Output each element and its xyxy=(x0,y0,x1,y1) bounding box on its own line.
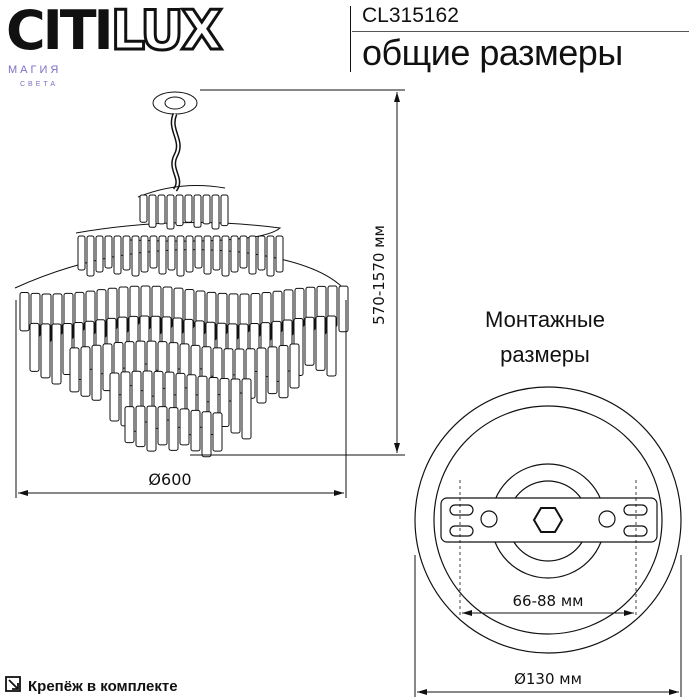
crystal-pendant xyxy=(139,194,148,223)
ceiling-canopy xyxy=(152,91,198,115)
hole xyxy=(480,510,498,528)
mounting-plate-drawing xyxy=(414,386,682,654)
crystal-pendant xyxy=(124,406,135,444)
crystal-pendant xyxy=(212,412,223,452)
crystal-pendant xyxy=(140,235,149,273)
crystal-pendant xyxy=(131,235,140,277)
crystal-pendant xyxy=(149,235,158,269)
slot xyxy=(623,525,648,537)
crystal-pendant xyxy=(239,235,248,269)
crystal-pendant xyxy=(278,344,289,399)
crystal-pendant xyxy=(221,235,230,277)
crystal-pendant xyxy=(338,285,349,333)
ceiling-canopy-inner xyxy=(164,96,186,110)
crystal-pendant xyxy=(326,315,337,377)
crystal-pendant xyxy=(220,194,229,227)
slot xyxy=(623,504,648,516)
crystal-pendant xyxy=(275,235,284,273)
crystal-pendant xyxy=(113,235,122,275)
crystal-pendant xyxy=(256,347,267,404)
crystal-pendant xyxy=(203,235,212,275)
crystal-pendant xyxy=(304,316,315,366)
crystal-pendant xyxy=(122,235,131,271)
crystal-pendant xyxy=(158,235,167,275)
brand-logo-part-2: LUX xyxy=(109,0,224,62)
hole xyxy=(598,510,616,528)
chain-inner xyxy=(172,113,180,191)
crystal-pendant xyxy=(266,235,275,277)
base-diameter-label: Ø130 мм xyxy=(514,670,582,688)
crystal-pendant xyxy=(289,343,300,389)
hex-nut xyxy=(532,507,564,533)
crystal-pendant xyxy=(104,235,113,269)
crystal-pendant xyxy=(167,235,176,271)
crystal-pendant xyxy=(157,194,166,225)
diameter-label: Ø600 xyxy=(148,470,191,489)
crystal-pendant xyxy=(230,235,239,273)
brand-logo: CITILUX xyxy=(6,0,224,62)
crystal-pendant xyxy=(135,405,146,448)
slot xyxy=(449,504,474,516)
crystal-pendant xyxy=(168,407,179,451)
crystal-pendant xyxy=(109,372,120,422)
crystal-pendant xyxy=(40,323,51,379)
mounting-title-1: Монтажные xyxy=(485,307,605,332)
height-label: 570-1570 мм xyxy=(370,225,388,325)
hole-spacing-label: 66-88 мм xyxy=(513,592,584,610)
mounting-kit-icon xyxy=(5,676,21,692)
brand-logo-part-1: CITI xyxy=(6,0,114,62)
base-outer-circle xyxy=(414,386,682,654)
crystal-pendant xyxy=(166,194,175,230)
page-title: общие размеры xyxy=(362,32,623,73)
model-number: CL315162 xyxy=(362,4,459,27)
crystal-pendant xyxy=(193,194,202,228)
crystal-pendant xyxy=(201,411,212,458)
crystal-pendant xyxy=(176,235,185,277)
crystal-pendant xyxy=(91,344,102,401)
crystal-pendant xyxy=(80,346,91,397)
crystal-pendant xyxy=(95,235,104,273)
crystal-pendant xyxy=(157,406,168,446)
crystal-group xyxy=(19,194,349,458)
chandelier-drawing xyxy=(14,91,349,458)
crystal-pendant xyxy=(212,235,221,271)
slot xyxy=(449,525,474,537)
crystal-pendant xyxy=(211,194,220,230)
crystal-pendant xyxy=(202,194,211,225)
crystal-pendant xyxy=(315,315,326,371)
crystal-pendant xyxy=(51,323,62,385)
brand-tagline-2: СВЕТА xyxy=(20,81,59,88)
divider xyxy=(352,31,689,32)
crystal-pendant xyxy=(184,194,193,223)
tier-ring-1 xyxy=(137,184,226,198)
crystal-pendant xyxy=(257,235,266,271)
crystal-pendant xyxy=(175,194,184,227)
crystal-pendant xyxy=(29,322,40,372)
base-inner-circle xyxy=(433,405,663,635)
mounting-bar xyxy=(440,497,658,543)
crystal-pendant xyxy=(230,378,241,434)
crystal-pendant xyxy=(248,235,257,275)
crystal-pendant xyxy=(194,235,203,269)
mounting-title-2: размеры xyxy=(500,342,590,367)
crystal-pendant xyxy=(86,235,95,277)
crystal-pendant xyxy=(267,346,278,395)
crystal-pendant xyxy=(69,347,80,393)
crystal-pendant xyxy=(185,235,194,273)
footer-note: Крепёж в комплекте xyxy=(28,678,178,695)
crystal-pendant xyxy=(190,409,201,452)
brand-tagline-1: МАГИЯ xyxy=(8,64,62,76)
divider xyxy=(350,6,351,72)
crystal-pendant xyxy=(148,194,157,228)
crystal-pendant xyxy=(77,235,86,271)
crystal-pendant xyxy=(179,408,190,446)
crystal-pendant xyxy=(241,378,252,440)
crystal-pendant xyxy=(146,405,157,452)
crystal-pendant xyxy=(19,291,30,332)
